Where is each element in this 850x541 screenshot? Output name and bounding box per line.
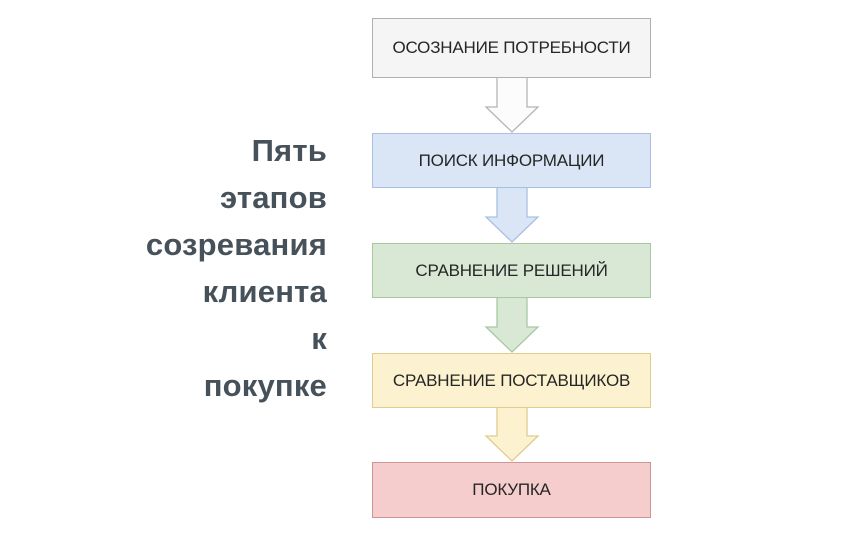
diagram-title: Пять этапов созревания клиента к покупке <box>0 127 327 409</box>
stage-label: ПОКУПКА <box>472 480 551 499</box>
stage-box-3: СРАВНЕНИЕ РЕШЕНИЙ <box>372 243 651 298</box>
title-line: Пять <box>251 133 327 168</box>
stage-label: СРАВНЕНИЕ ПОСТАВЩИКОВ <box>392 370 631 390</box>
arrow-down-icon <box>483 408 540 462</box>
title-line: созревания <box>145 227 327 262</box>
stage-label: ПОИСК ИНФОРМАЦИИ <box>418 150 605 170</box>
arrow-down-icon <box>483 298 540 353</box>
arrow-connector <box>372 188 651 243</box>
arrow-connector <box>372 298 651 353</box>
title-line: этапов <box>219 180 327 215</box>
arrow-down-icon <box>483 188 540 243</box>
stage-box-2: ПОИСК ИНФОРМАЦИИ <box>372 133 651 188</box>
stage-label: ОСОЗНАНИЕ ПОТРЕБНОСТИ <box>392 38 631 57</box>
arrow-connector <box>372 78 651 133</box>
stage-box-5: ПОКУПКА <box>372 462 651 518</box>
stage-label: СРАВНЕНИЕ РЕШЕНИЙ <box>415 260 608 280</box>
title-line: покупке <box>203 368 327 403</box>
stages-flow: ОСОЗНАНИЕ ПОТРЕБНОСТИ ПОИСК ИНФОРМАЦИИ СРА… <box>372 18 651 518</box>
stage-box-4: СРАВНЕНИЕ ПОСТАВЩИКОВ <box>372 353 651 408</box>
title-line: клиента <box>202 274 327 309</box>
stage-box-1: ОСОЗНАНИЕ ПОТРЕБНОСТИ <box>372 18 651 78</box>
title-line: к <box>311 321 327 356</box>
arrow-connector <box>372 408 651 462</box>
arrow-down-icon <box>483 78 540 133</box>
